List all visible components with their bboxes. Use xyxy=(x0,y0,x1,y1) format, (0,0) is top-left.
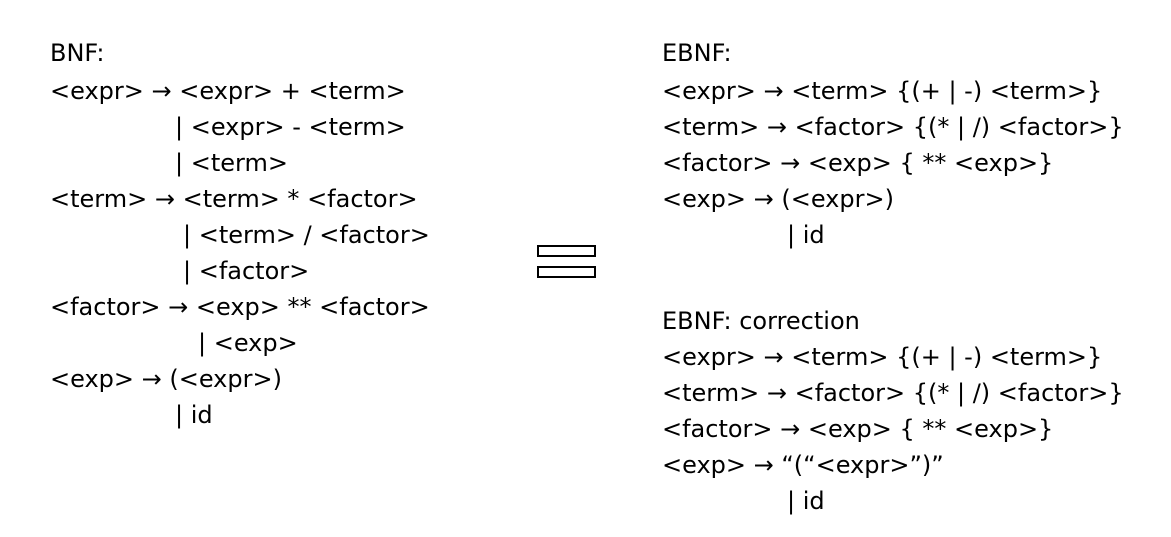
ebnf-correction-rule-expr: <expr> → <term> {(+ | -) <term>} xyxy=(662,343,1103,371)
bnf-rule-expr: <expr> → <expr> + <term> xyxy=(50,77,406,105)
bnf-alt-expr-minus: | <expr> - <term> xyxy=(175,113,406,141)
ebnf-rule-expr: <expr> → <term> {(+ | -) <term>} xyxy=(662,77,1103,105)
bnf-alt-expr-term: | <term> xyxy=(175,149,288,177)
equivalence-symbol-top-bar xyxy=(537,245,596,257)
ebnf-correction-alt-exp-id: | id xyxy=(787,487,825,515)
bnf-alt-term-factor: | <factor> xyxy=(183,257,310,285)
bnf-rule-exp: <exp> → (<expr>) xyxy=(50,365,282,393)
equivalence-symbol-bottom-bar xyxy=(537,266,596,278)
bnf-alt-exp-id: | id xyxy=(175,401,213,429)
ebnf-correction-rule-term: <term> → <factor> {(* | /) <factor>} xyxy=(662,379,1124,407)
bnf-grammar: BNF: <expr> → <expr> + <term> | <expr> -… xyxy=(50,38,520,468)
bnf-alt-term-div: | <term> / <factor> xyxy=(183,221,430,249)
ebnf-grammar: EBNF: <expr> → <term> {(+ | -) <term>} <… xyxy=(662,38,1171,278)
ebnf-title: EBNF: xyxy=(662,39,732,67)
ebnf-correction-rule-factor: <factor> → <exp> { ** <exp>} xyxy=(662,415,1054,443)
ebnf-alt-exp-id: | id xyxy=(787,221,825,249)
ebnf-correction-grammar: EBNF: correction <expr> → <term> {(+ | -… xyxy=(662,306,1171,526)
ebnf-rule-factor: <factor> → <exp> { ** <exp>} xyxy=(662,149,1054,177)
ebnf-correction-title: EBNF: correction xyxy=(662,307,860,335)
bnf-alt-factor-exp: | <exp> xyxy=(198,329,298,357)
ebnf-rule-exp: <exp> → (<expr>) xyxy=(662,185,894,213)
ebnf-correction-rule-exp: <exp> → “(“<expr>”)” xyxy=(662,451,944,479)
bnf-title: BNF: xyxy=(50,39,105,67)
bnf-rule-term: <term> → <term> * <factor> xyxy=(50,185,418,213)
bnf-rule-factor: <factor> → <exp> ** <factor> xyxy=(50,293,430,321)
ebnf-rule-term: <term> → <factor> {(* | /) <factor>} xyxy=(662,113,1124,141)
